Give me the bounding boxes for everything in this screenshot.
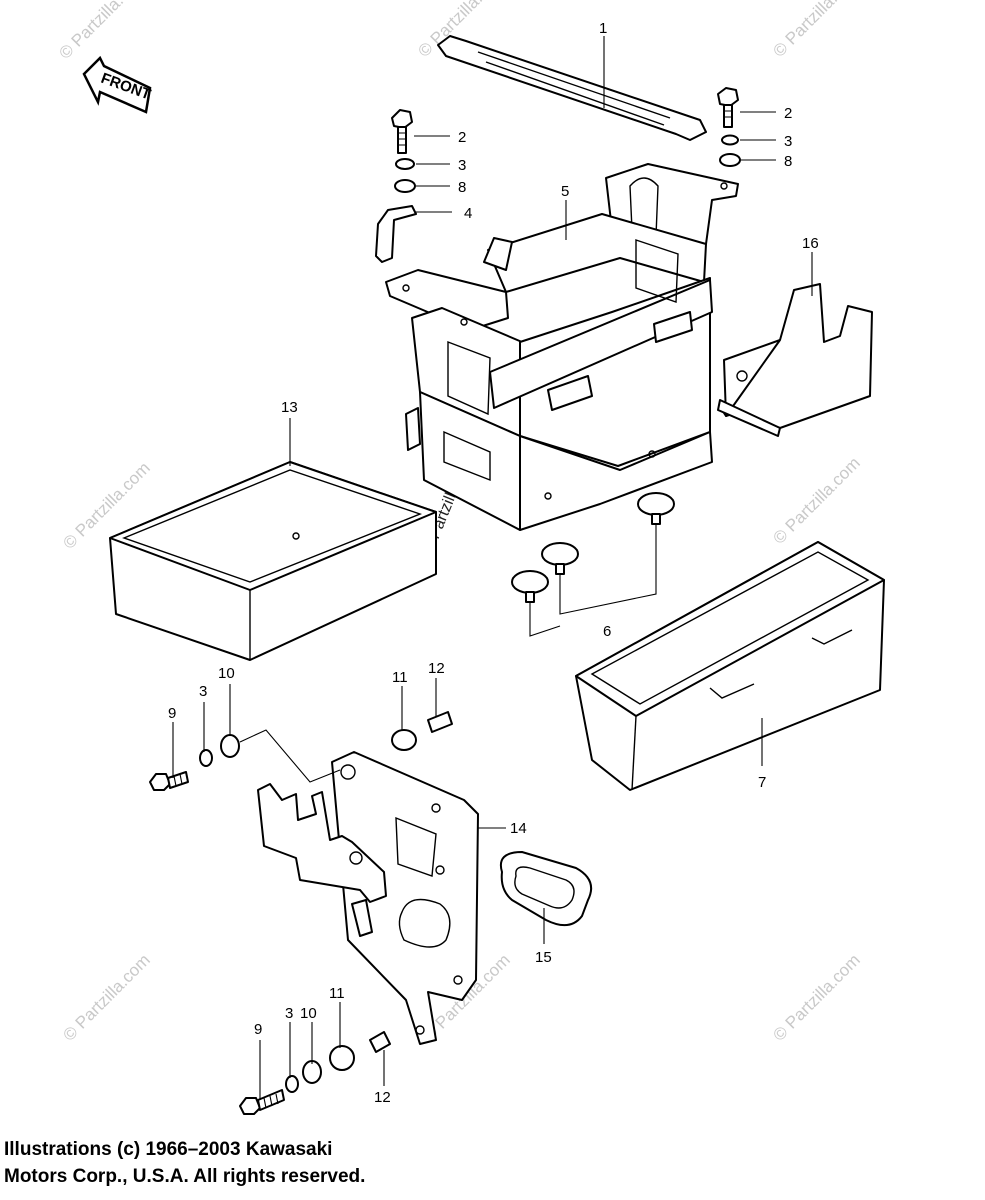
callout-bolt: 2	[458, 129, 466, 146]
copyright-line-2: Motors Corp., U.S.A. All rights reserved…	[4, 1166, 366, 1187]
oval-grommet-part	[500, 851, 592, 927]
callout-washer: 3	[784, 133, 792, 150]
callout-bolt: 9	[254, 1021, 262, 1038]
callout-collar: 12	[428, 660, 445, 677]
callout-nut: 8	[784, 153, 792, 170]
cushion-icon	[637, 492, 675, 525]
battery-case-part	[385, 163, 739, 531]
tray-part	[575, 541, 885, 791]
box-cover-part	[109, 461, 437, 661]
bolt-icon	[717, 87, 739, 128]
callout-bolt: 2	[784, 105, 792, 122]
bolt-icon	[149, 771, 189, 791]
callout-grommet: 11	[392, 669, 408, 686]
washer-icon	[395, 158, 415, 170]
nut-icon	[719, 153, 741, 167]
callouts: 1 2 3 8 4 2 3 8 5 16 13 6 7 9 3 10 11 12…	[168, 20, 819, 1106]
watermark: © Partzilla.com	[769, 950, 863, 1044]
callout-grommet: 11	[329, 985, 345, 1002]
collar-icon	[369, 1031, 391, 1053]
callout-bolt: 9	[168, 705, 176, 722]
collar-icon	[427, 711, 453, 733]
callout-flat-washer: 10	[218, 665, 235, 682]
washer-icon	[721, 134, 739, 146]
cushion-icon	[541, 542, 579, 575]
front-arrow-icon: FRONT	[82, 55, 153, 114]
callout-washer: 3	[458, 157, 466, 174]
watermark: © Partzilla.com	[55, 0, 149, 63]
callout-bracket: 4	[464, 205, 472, 222]
flat-washer-icon	[302, 1060, 322, 1084]
callout-nut: 8	[458, 179, 466, 196]
callout-flat-washer: 10	[300, 1005, 317, 1022]
callout-oval-grommet: 15	[535, 949, 552, 966]
callout-box-cover: 13	[281, 399, 298, 416]
cushion-icon	[511, 570, 549, 603]
leader-lines	[172, 36, 813, 1100]
grommet-icon	[329, 1045, 355, 1071]
callout-battery-case: 5	[561, 183, 569, 200]
copyright-notice: Illustrations (c) 1966–2003 Kawasaki Mot…	[4, 1136, 644, 1190]
callout-right-cover: 16	[802, 235, 819, 252]
strap-part	[437, 35, 707, 141]
washer-icon	[199, 749, 213, 767]
watermark: © Partzilla.com	[769, 0, 863, 61]
callout-washer: 3	[285, 1005, 293, 1022]
nut-icon	[394, 179, 416, 193]
watermark: © Partzilla.com	[59, 950, 153, 1044]
callout-collar: 12	[374, 1089, 391, 1106]
watermark: © Partzilla.com	[769, 453, 863, 547]
callout-washer: 3	[199, 683, 207, 700]
flat-washer-icon	[220, 734, 240, 758]
callout-tray: 7	[758, 774, 766, 791]
bracket-part	[375, 205, 417, 263]
callout-strap: 1	[599, 20, 607, 37]
callout-cushions: 6	[603, 623, 611, 640]
copyright-line-1: Illustrations (c) 1966–2003 Kawasaki	[4, 1139, 333, 1160]
plate-part	[257, 751, 479, 1045]
bolt-icon	[391, 109, 413, 154]
washer-icon	[285, 1075, 299, 1093]
right-cover-part	[717, 283, 873, 437]
bolt-icon	[239, 1089, 285, 1115]
grommet-icon	[391, 729, 417, 751]
callout-plate: 14	[510, 820, 527, 837]
